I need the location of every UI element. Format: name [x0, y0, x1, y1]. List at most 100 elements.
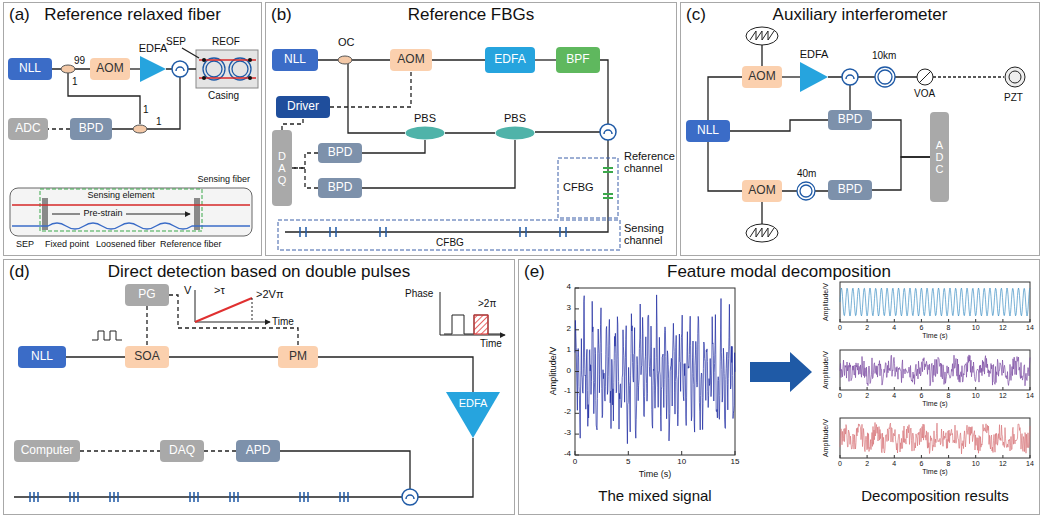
device-label: BPD: [838, 113, 863, 126]
shape-fill: [446, 392, 500, 438]
device-label: ADC: [15, 122, 40, 135]
sawtooth-icon: [746, 224, 778, 242]
device-box: PM: [278, 346, 318, 368]
device-label: AOM: [96, 62, 123, 75]
annotation-label: 40m: [797, 168, 816, 179]
beam-splitter: PBS: [495, 126, 535, 140]
sensing-tube: [10, 188, 252, 236]
coil: [206, 61, 222, 77]
annotation-label: CFBG: [563, 181, 594, 193]
fiber-line: [68, 48, 199, 129]
annotation-label: CFBG: [434, 237, 466, 248]
decomposition-arrow: [750, 352, 812, 392]
panel-title: Auxiliary interferometer: [680, 6, 1040, 25]
fiber-connector: [535, 59, 556, 60]
fiber-connector: [282, 118, 303, 130]
sensing-tube: [194, 198, 200, 230]
device-label: NLL: [284, 53, 306, 66]
device-label: Computer: [21, 444, 74, 457]
annotation-label: 10km: [872, 50, 896, 61]
circulator: [600, 124, 616, 140]
annotation-label: 1: [143, 104, 149, 115]
annotation-label: 2: [865, 324, 869, 332]
fixed-point: [202, 76, 206, 80]
signal-trace: [840, 288, 1030, 316]
plot-frame: [575, 282, 1030, 458]
fiber-connector: [292, 168, 318, 188]
annotation-label: 2: [865, 460, 869, 468]
sensing-tube: [42, 198, 48, 230]
fiber-connector: [318, 357, 473, 392]
device-label: BPD: [79, 122, 104, 135]
pzt-cylinder: [1005, 67, 1025, 87]
annotation-label: Sensing channel: [624, 222, 678, 246]
device-label: Driver: [287, 100, 319, 113]
fiber-connector: [362, 140, 425, 153]
fixed-point: [248, 76, 252, 80]
annotation-label: 3: [567, 304, 571, 313]
device-box: EDFA: [485, 47, 535, 73]
coil: [800, 185, 812, 197]
fiber-coupler: [338, 56, 352, 64]
beam-splitter: PBS: [405, 126, 445, 140]
sensing-grating: [300, 227, 566, 237]
device-box: ADC: [930, 112, 949, 202]
decomposition-arrow: [750, 352, 812, 392]
voltage-plot: [92, 290, 270, 340]
pzt-cylinder: [1005, 67, 1025, 87]
device-label: PM: [289, 350, 307, 363]
voltage-plot: [195, 298, 252, 322]
fiber-connector: [330, 71, 411, 107]
sawtooth-icon: [746, 27, 778, 45]
figure-panel: (c)Auxiliary interferometerNLLAOMEDFABPD…: [680, 2, 1040, 256]
device-box: Driver: [276, 96, 330, 118]
device-label: DAQ: [169, 444, 195, 457]
axis-tick: [575, 288, 1030, 458]
grating-box: [278, 158, 620, 250]
device-box: BPD: [828, 180, 872, 200]
annotation-label: 10: [972, 460, 980, 468]
shape-outline: [800, 62, 828, 92]
device-box: DAQ: [160, 440, 204, 462]
phase-plot: [444, 315, 500, 334]
device-label: APD: [246, 444, 271, 457]
annotation-label: 14: [1026, 392, 1034, 400]
annotation-label: 6: [919, 324, 923, 332]
panel-title: Feature modal decomposition: [518, 263, 1040, 282]
annotation-label: 0: [838, 324, 842, 332]
device-box: AOM: [742, 180, 782, 202]
annotation-label: SEP: [16, 240, 34, 250]
device-box: PG: [125, 284, 169, 306]
device-label: ADC: [934, 139, 945, 175]
signal-trace: [575, 295, 735, 444]
annotation-label: Time: [480, 338, 502, 349]
device-label: PBS: [414, 112, 436, 124]
device-box: BPD: [828, 110, 872, 130]
shape-outline: [495, 126, 535, 140]
fiber-coupler: [133, 125, 147, 133]
annotation-label: -2: [564, 408, 571, 417]
device-box: APD: [236, 440, 280, 462]
shape-fill: [140, 56, 166, 82]
annotation-label: The mixed signal: [598, 488, 711, 505]
circulator: [172, 61, 188, 77]
amplifier-triangle: EDFA: [800, 62, 828, 92]
annotation-label: Decomposition results: [861, 488, 1009, 505]
fiber-connector: [708, 142, 742, 191]
signal-trace: [840, 423, 1030, 454]
fiber-connector: [872, 157, 930, 190]
circulator: [402, 489, 418, 505]
device-label: NLL: [31, 350, 53, 363]
device-box: SOA: [125, 346, 169, 368]
device-box: NLL: [686, 120, 730, 142]
annotation-label: 10: [677, 458, 686, 467]
figure-panel: (e)Feature modal decomposition: [518, 259, 1040, 515]
annotation-label: 10: [972, 392, 980, 400]
fiber-connector: [169, 295, 298, 346]
device-label: NLL: [19, 62, 41, 75]
device-label: AOM: [397, 53, 424, 66]
casing-body: [196, 50, 258, 88]
device-label: EDFA: [494, 53, 525, 66]
panel-title: Reference relaxed fiber: [3, 6, 262, 25]
